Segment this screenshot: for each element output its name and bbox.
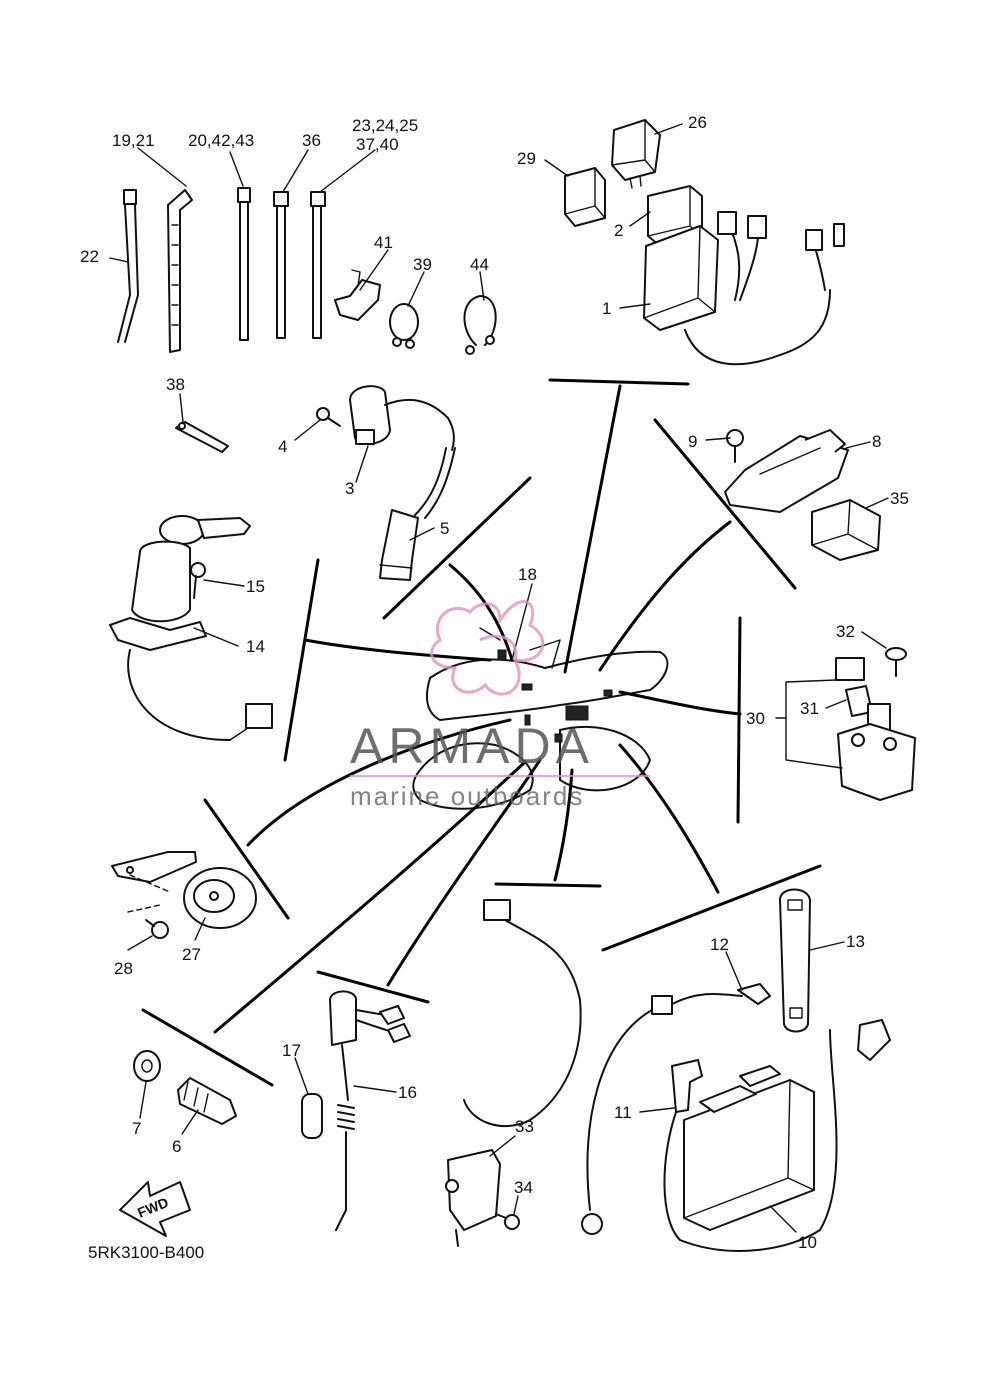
clamp-44 xyxy=(463,295,497,355)
frame-outline xyxy=(412,627,669,810)
label-38: 38 xyxy=(166,375,185,394)
label-12: 12 xyxy=(710,935,729,954)
starter-relay-30 xyxy=(785,657,916,801)
sleeve-17 xyxy=(301,1093,323,1139)
label-31: 31 xyxy=(800,699,819,718)
screw-15 xyxy=(190,562,206,599)
label-16: 16 xyxy=(398,1083,417,1102)
label-7: 7 xyxy=(132,1119,141,1138)
label-5: 5 xyxy=(440,519,449,538)
battery-band-13 xyxy=(779,888,811,1033)
control-unit-1 xyxy=(643,211,845,366)
label-2: 2 xyxy=(614,221,623,240)
label-35: 35 xyxy=(890,489,909,508)
label-27: 27 xyxy=(182,945,201,964)
rectifier-8 xyxy=(724,429,849,513)
callout-labels: 19,21 20,42,43 36 23,24,25 37,40 22 41 3… xyxy=(80,113,909,1252)
label-33: 33 xyxy=(515,1117,534,1136)
label-1: 1 xyxy=(602,299,611,318)
relay-29 xyxy=(564,167,606,227)
clamp-39 xyxy=(389,303,419,349)
label-44: 44 xyxy=(470,255,489,274)
label-29: 29 xyxy=(517,149,536,168)
screw-34 xyxy=(495,1213,520,1230)
ignition-coil-3 xyxy=(349,385,456,519)
watermark: ARMADA marine outboards xyxy=(350,600,650,811)
label-9: 9 xyxy=(688,432,697,451)
battery-lead-12 xyxy=(581,983,771,1235)
watermark-brand: ARMADA xyxy=(350,718,594,774)
leader-lines xyxy=(141,378,822,1087)
watermark-tagline: marine outboards xyxy=(350,781,584,811)
cable-tie-36 xyxy=(273,191,289,339)
label-36: 36 xyxy=(302,131,321,150)
lead-38 xyxy=(175,421,229,453)
label-14: 14 xyxy=(246,637,265,656)
clamp-41 xyxy=(334,269,381,321)
label-28: 28 xyxy=(114,959,133,978)
label-26: 26 xyxy=(688,113,707,132)
diagram-code: 5RK3100-B400 xyxy=(88,1243,204,1262)
cable-tie-22 xyxy=(117,189,139,343)
washer-7 xyxy=(133,1050,161,1082)
screw-32 xyxy=(885,647,907,677)
horn-27 xyxy=(111,851,257,929)
label-3: 3 xyxy=(345,479,354,498)
label-30: 30 xyxy=(746,709,765,728)
label-19-21: 19,21 xyxy=(112,131,155,150)
bolt-9 xyxy=(726,429,744,463)
label-23-24-25: 23,24,25 xyxy=(352,116,418,135)
plug-cap-5 xyxy=(379,509,419,581)
label-15: 15 xyxy=(246,577,265,596)
brake-switch-16 xyxy=(329,990,411,1231)
label-4: 4 xyxy=(278,437,287,456)
callout-leaders xyxy=(109,123,889,1233)
label-13: 13 xyxy=(846,932,865,951)
main-switch-14 xyxy=(109,515,273,741)
battery-10 xyxy=(683,1065,815,1231)
cable-tie-19-21 xyxy=(167,189,193,353)
label-20-42-43: 20,42,43 xyxy=(188,131,254,150)
cable-tie-20-42-43 xyxy=(237,187,251,341)
fwd-arrow-icon: FWD xyxy=(119,1181,191,1237)
label-39: 39 xyxy=(413,255,432,274)
relay-26 xyxy=(611,119,661,189)
label-32: 32 xyxy=(836,622,855,641)
label-34: 34 xyxy=(514,1178,533,1197)
cable-tie-23-25 xyxy=(310,191,326,339)
sidestand-switch-33 xyxy=(445,899,582,1247)
label-10: 10 xyxy=(798,1233,817,1252)
neutral-switch-6 xyxy=(177,1077,237,1125)
label-41: 41 xyxy=(374,233,393,252)
bolt-4 xyxy=(316,407,341,427)
label-18: 18 xyxy=(518,565,537,584)
label-6: 6 xyxy=(172,1137,181,1156)
label-22: 22 xyxy=(80,247,99,266)
label-11: 11 xyxy=(614,1103,632,1122)
label-37-40: 37,40 xyxy=(356,135,399,154)
bolt-28 xyxy=(127,874,171,939)
label-17: 17 xyxy=(282,1041,301,1060)
battery-lead-11 xyxy=(663,1019,891,1252)
label-8: 8 xyxy=(872,432,881,451)
relay-35 xyxy=(811,499,881,561)
